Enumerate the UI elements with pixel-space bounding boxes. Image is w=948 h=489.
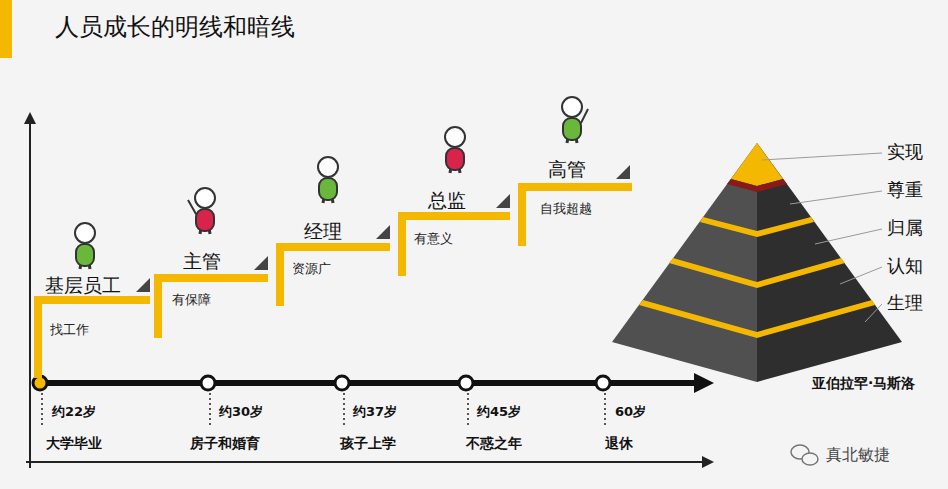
level-label: 实现 bbox=[887, 141, 923, 163]
role-title: 总监 bbox=[428, 189, 466, 212]
axis-arrow bbox=[24, 112, 36, 124]
person-figure bbox=[562, 97, 588, 143]
title: 人员成长的明线和暗线 bbox=[55, 12, 295, 43]
need-text: 有保障 bbox=[172, 292, 211, 308]
need-text: 资源广 bbox=[292, 261, 331, 277]
level-label: 生理 bbox=[887, 292, 923, 314]
stairs bbox=[38, 187, 632, 378]
event-label: 大学毕业 bbox=[46, 435, 102, 452]
watermark: 真北敏捷 bbox=[826, 445, 890, 464]
person-figure bbox=[445, 127, 465, 173]
title-bar bbox=[0, 0, 12, 58]
event-label: 不惑之年 bbox=[466, 435, 522, 452]
person-figure bbox=[188, 188, 215, 234]
age-label: 约45岁 bbox=[477, 404, 521, 420]
level-label: 认知 bbox=[887, 255, 923, 277]
need-text: 有意义 bbox=[414, 231, 453, 247]
maslow-pyramid bbox=[612, 143, 902, 382]
wechat-icon bbox=[791, 445, 818, 465]
age-label: 60岁 bbox=[615, 404, 646, 420]
role-title: 高管 bbox=[548, 158, 586, 181]
event-label: 退休 bbox=[605, 435, 633, 452]
need-text: 自我超越 bbox=[540, 201, 592, 217]
role-title: 主管 bbox=[183, 250, 221, 273]
event-label: 房子和婚育 bbox=[190, 435, 260, 452]
role-title: 基层员工 bbox=[45, 274, 121, 297]
age-label: 约22岁 bbox=[52, 404, 96, 420]
level-label: 归属 bbox=[887, 217, 923, 239]
age-label: 约37岁 bbox=[353, 404, 397, 420]
person-figure bbox=[75, 223, 95, 269]
axis-arrow bbox=[702, 456, 714, 468]
author-label: 亚伯拉罕·马斯洛 bbox=[812, 375, 915, 392]
role-title: 经理 bbox=[304, 220, 342, 243]
timeline-arrow bbox=[694, 373, 714, 393]
step-triangles bbox=[136, 165, 630, 292]
age-label: 约30岁 bbox=[219, 404, 263, 420]
need-text: 找工作 bbox=[50, 322, 89, 338]
timeline-dots bbox=[33, 376, 610, 390]
pyramid-leaders bbox=[762, 153, 882, 322]
person-figure bbox=[318, 157, 338, 203]
event-label: 孩子上学 bbox=[340, 435, 396, 452]
axes bbox=[26, 122, 704, 468]
dotted-leaders bbox=[42, 393, 605, 426]
level-label: 尊重 bbox=[887, 179, 923, 201]
